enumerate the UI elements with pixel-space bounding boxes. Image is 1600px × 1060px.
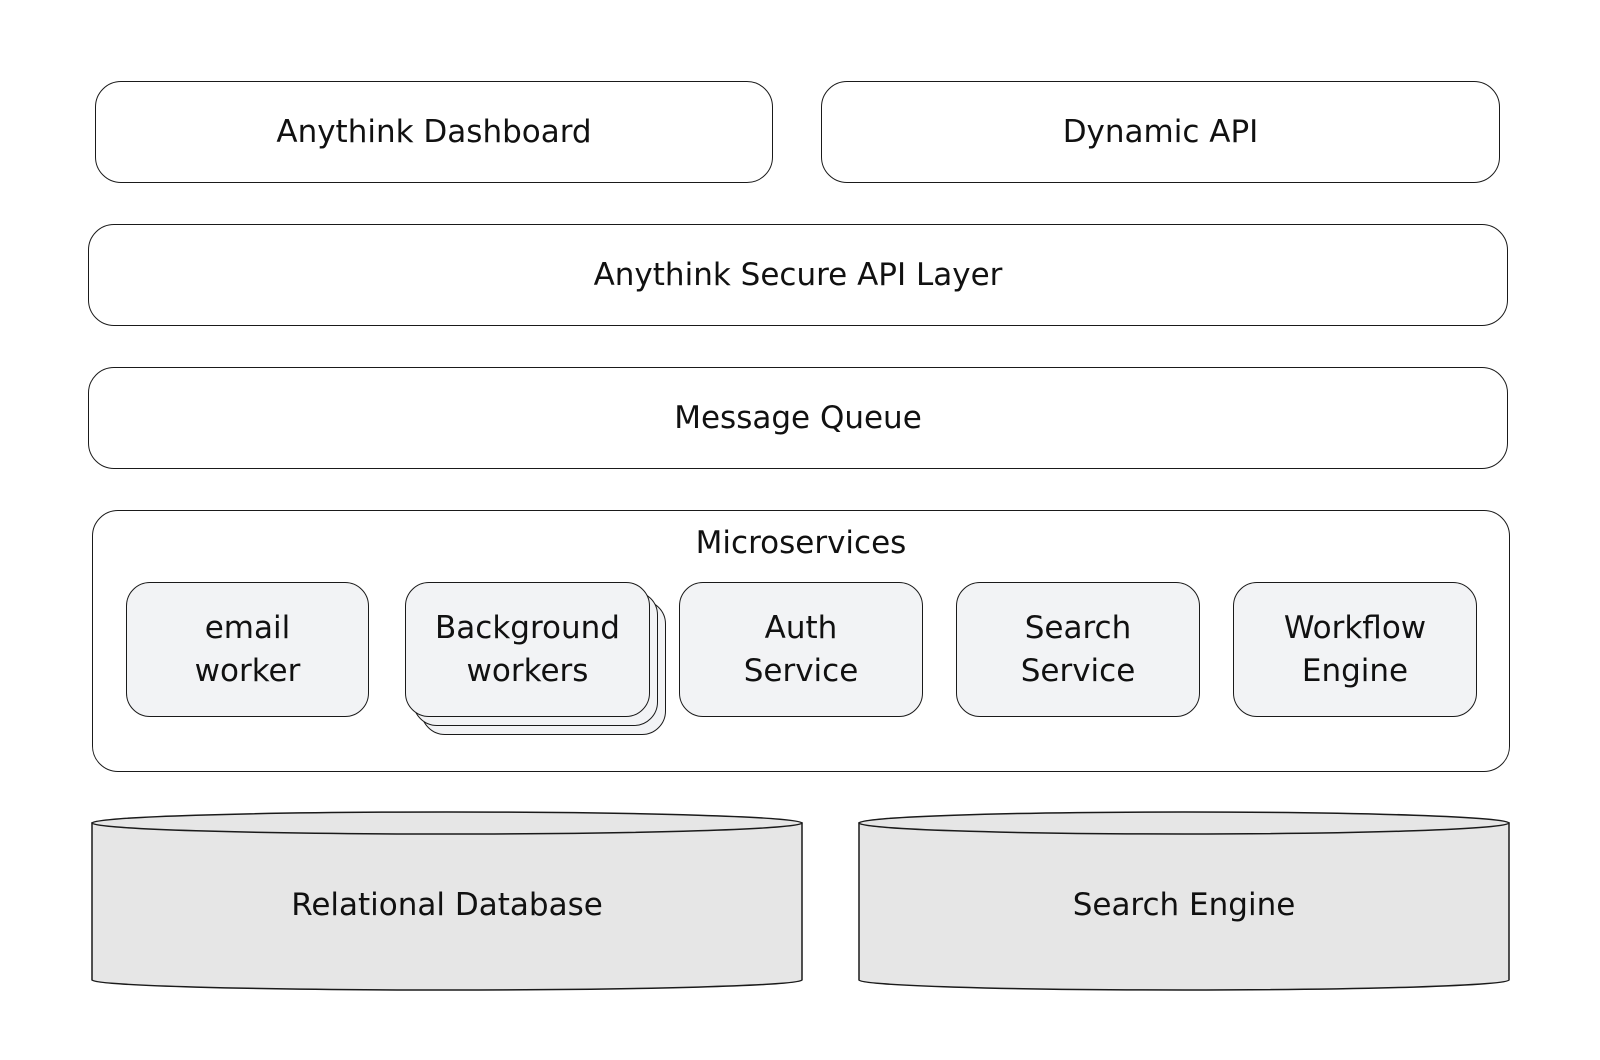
dynamic-api-label: Dynamic API	[1062, 113, 1259, 150]
anythink-dashboard-label: Anythink Dashboard	[276, 113, 592, 150]
workflow-engine-line1: Workflow	[1283, 609, 1427, 646]
search-service-box: Search Service	[956, 582, 1200, 717]
search-engine-label: Search Engine	[1072, 887, 1296, 923]
dynamic-api-box: Dynamic API	[821, 81, 1500, 183]
auth-service-box: Auth Service	[679, 582, 923, 717]
workflow-engine-box: Workflow Engine	[1233, 582, 1477, 717]
search-engine-cylinder	[858, 811, 1510, 991]
message-queue-box: Message Queue	[88, 367, 1508, 469]
workflow-engine-line2: Engine	[1301, 652, 1409, 689]
microservices-title: Microservices	[695, 525, 907, 561]
search-service-line1: Search	[1024, 609, 1132, 646]
anythink-dashboard-box: Anythink Dashboard	[95, 81, 773, 183]
message-queue-label: Message Queue	[674, 399, 922, 436]
background-workers-line1: Background	[435, 609, 620, 646]
relational-database-label: Relational Database	[291, 887, 603, 923]
auth-service-line1: Auth	[764, 609, 838, 646]
background-workers-box: Background workers	[405, 582, 650, 717]
secure-api-layer-box: Anythink Secure API Layer	[88, 224, 1508, 326]
email-worker-box: email worker	[126, 582, 369, 717]
secure-api-layer-label: Anythink Secure API Layer	[593, 256, 1003, 293]
email-worker-line2: worker	[194, 652, 301, 689]
auth-service-line2: Service	[743, 652, 859, 689]
search-service-line2: Service	[1020, 652, 1136, 689]
relational-database-cylinder	[91, 811, 803, 991]
background-workers-line2: workers	[466, 652, 589, 689]
email-worker-line1: email	[204, 609, 291, 646]
